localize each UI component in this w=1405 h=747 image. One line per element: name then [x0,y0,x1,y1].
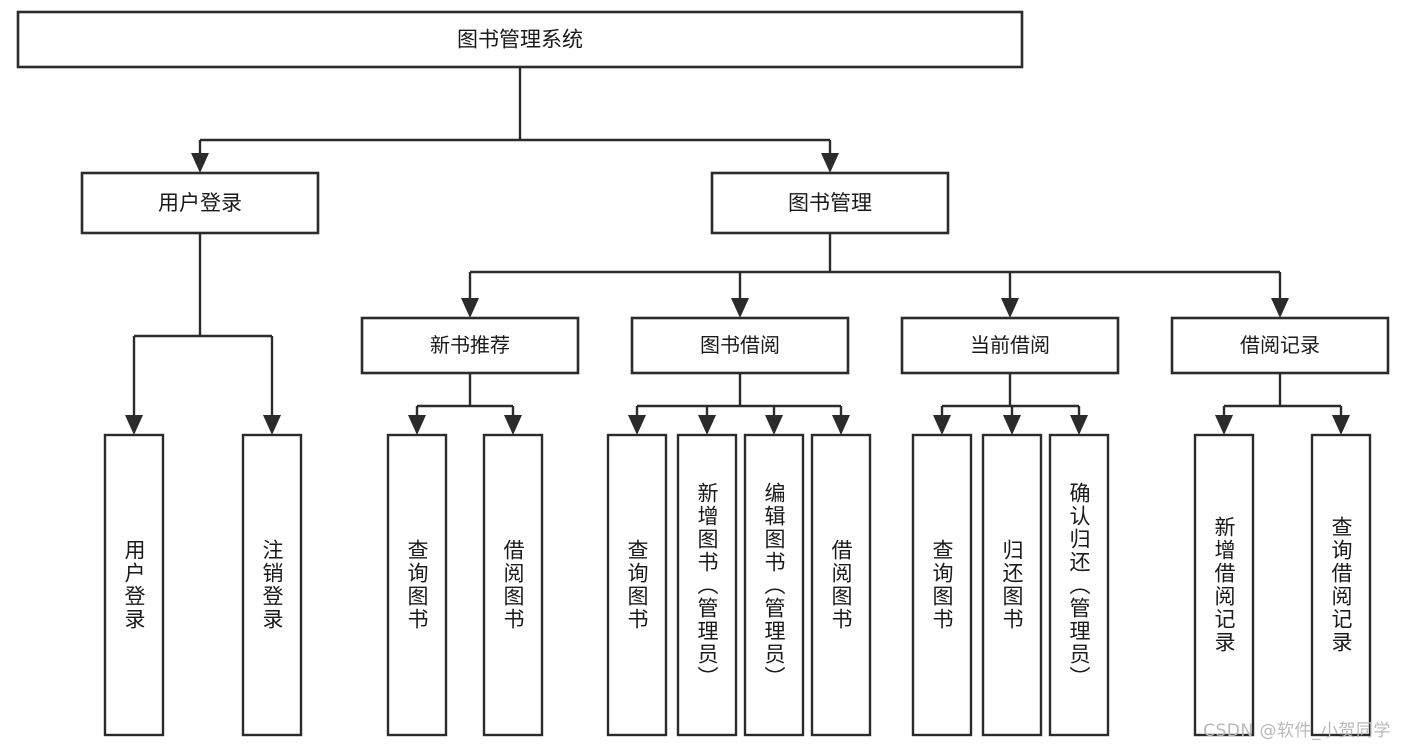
leaf-box-11[interactable] [1193,433,1255,737]
node-level2-box-0[interactable] [360,316,580,375]
arrow-head-icon [832,415,850,435]
leaf-box-7[interactable] [810,433,872,737]
arrow-head-icon [698,415,716,435]
leaf-box-0[interactable] [103,433,165,737]
arrow-head-icon [933,415,951,435]
arrow-head-icon [1271,298,1289,318]
arrow-head-icon [461,298,479,318]
arrow-head-icon [628,415,646,435]
leaf-box-4[interactable] [606,433,668,737]
leaf-box-6[interactable] [743,433,805,737]
arrow-head-icon [504,415,522,435]
leaf-box-3[interactable] [482,433,544,737]
node-root-box[interactable] [16,10,1024,69]
csdn-watermark: CSDN @软件_小贺同学 [1203,721,1391,741]
arrow-head-icon [263,415,281,435]
boxes-layer [16,10,1390,737]
arrow-head-icon [731,298,749,318]
arrow-head-icon [1215,415,1233,435]
leaf-box-12[interactable] [1310,433,1372,737]
node-level2-box-3[interactable] [1170,316,1390,375]
arrow-head-icon [1332,415,1350,435]
leaf-box-5[interactable] [676,433,738,737]
leaf-box-8[interactable] [911,433,973,737]
node-level1-label-0: 用户登录 [158,191,242,215]
node-level2-label-0: 新书推荐 [430,333,510,357]
arrow-head-icon [408,415,426,435]
node-level1-box-1[interactable] [710,171,950,235]
node-level1-label-1: 图书管理 [788,191,872,215]
leaf-box-9[interactable] [981,433,1043,737]
node-level2-box-1[interactable] [630,316,850,375]
leaf-box-1[interactable] [241,433,303,737]
arrow-head-icon [1070,415,1088,435]
node-level1-box-0[interactable] [80,171,320,235]
connectors-layer [125,67,1350,435]
node-level2-label-3: 借阅记录 [1240,333,1320,357]
arrow-head-icon [765,415,783,435]
node-level2-label-2: 当前借阅 [970,333,1050,357]
arrow-head-icon [821,153,839,173]
arrow-head-icon [1001,298,1019,318]
arrow-head-icon [125,415,143,435]
node-level2-label-1: 图书借阅 [700,333,780,357]
arrow-head-icon [191,153,209,173]
node-level2-box-2[interactable] [900,316,1120,375]
leaf-box-2[interactable] [386,433,448,737]
arrow-head-icon [1003,415,1021,435]
leaf-box-10[interactable] [1048,433,1110,737]
node-root-label: 图书管理系统 [457,28,583,52]
